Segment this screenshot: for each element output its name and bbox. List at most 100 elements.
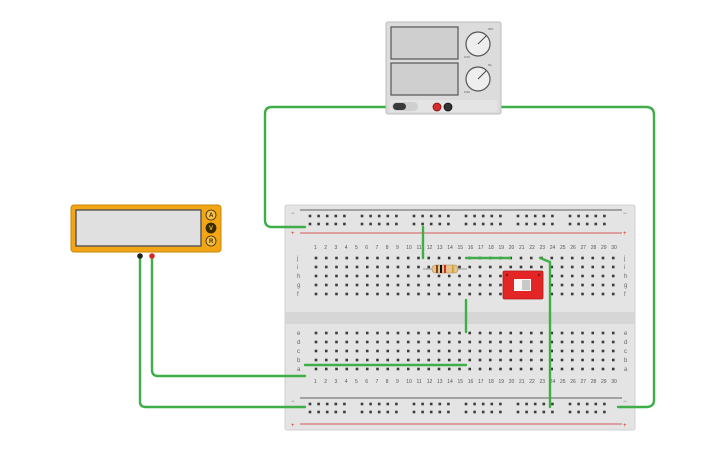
grid-hole[interactable]: [458, 331, 461, 335]
rail-hole[interactable]: [325, 214, 329, 218]
grid-hole[interactable]: [376, 274, 379, 278]
rail-hole[interactable]: [568, 410, 572, 414]
rail-hole[interactable]: [360, 410, 364, 414]
grid-hole[interactable]: [550, 349, 554, 353]
grid-hole[interactable]: [345, 265, 349, 269]
grid-hole[interactable]: [581, 283, 584, 287]
grid-hole[interactable]: [314, 292, 318, 296]
grid-hole[interactable]: [365, 340, 369, 344]
grid-hole[interactable]: [519, 349, 523, 353]
grid-hole[interactable]: [560, 349, 564, 353]
rail-hole[interactable]: [334, 402, 338, 406]
rail-hole[interactable]: [377, 222, 381, 226]
grid-hole[interactable]: [345, 340, 349, 344]
grid-hole[interactable]: [406, 331, 410, 335]
grid-hole[interactable]: [488, 358, 492, 362]
grid-hole[interactable]: [324, 331, 328, 335]
grid-hole[interactable]: [345, 292, 349, 296]
grid-hole[interactable]: [314, 340, 318, 344]
grid-hole[interactable]: [396, 367, 400, 371]
grid-hole[interactable]: [355, 340, 359, 344]
grid-hole[interactable]: [611, 349, 615, 353]
grid-hole[interactable]: [447, 274, 451, 278]
grid-hole[interactable]: [345, 331, 349, 335]
grid-hole[interactable]: [519, 358, 523, 362]
grid-hole[interactable]: [540, 358, 543, 362]
grid-hole[interactable]: [437, 358, 441, 362]
grid-hole[interactable]: [365, 265, 369, 269]
rail-hole[interactable]: [308, 222, 312, 226]
grid-hole[interactable]: [550, 265, 554, 269]
grid-hole[interactable]: [355, 256, 359, 260]
grid-hole[interactable]: [519, 340, 523, 344]
grid-hole[interactable]: [468, 274, 472, 278]
grid-hole[interactable]: [529, 367, 533, 371]
grid-hole[interactable]: [550, 292, 554, 296]
grid-hole[interactable]: [314, 274, 318, 278]
grid-hole[interactable]: [560, 292, 564, 296]
grid-hole[interactable]: [314, 283, 318, 287]
rail-hole[interactable]: [325, 222, 329, 226]
grid-hole[interactable]: [529, 331, 533, 335]
grid-hole[interactable]: [345, 349, 349, 353]
grid-hole[interactable]: [540, 331, 543, 335]
rail-hole[interactable]: [325, 402, 329, 406]
grid-hole[interactable]: [355, 349, 359, 353]
grid-hole[interactable]: [386, 256, 390, 260]
grid-hole[interactable]: [396, 331, 400, 335]
grid-hole[interactable]: [355, 265, 359, 269]
grid-hole[interactable]: [570, 256, 574, 260]
grid-hole[interactable]: [468, 358, 472, 362]
grid-hole[interactable]: [611, 256, 615, 260]
slide-switch-icon[interactable]: [502, 270, 544, 300]
rail-hole[interactable]: [317, 402, 320, 406]
rail-hole[interactable]: [542, 402, 546, 406]
grid-hole[interactable]: [611, 358, 615, 362]
grid-hole[interactable]: [386, 367, 390, 371]
grid-hole[interactable]: [540, 340, 543, 344]
rail-hole[interactable]: [542, 214, 546, 218]
psu-black-terminal[interactable]: [443, 102, 453, 112]
rail-hole[interactable]: [585, 402, 589, 406]
grid-hole[interactable]: [581, 274, 584, 278]
rail-hole[interactable]: [369, 214, 372, 218]
rail-hole[interactable]: [568, 402, 572, 406]
grid-hole[interactable]: [458, 256, 461, 260]
rail-hole[interactable]: [438, 402, 442, 406]
grid-hole[interactable]: [611, 274, 615, 278]
grid-hole[interactable]: [591, 367, 595, 371]
grid-hole[interactable]: [591, 283, 595, 287]
grid-hole[interactable]: [488, 349, 492, 353]
rail-hole[interactable]: [499, 222, 502, 226]
grid-hole[interactable]: [550, 358, 554, 362]
grid-hole[interactable]: [478, 331, 482, 335]
rail-hole[interactable]: [360, 222, 364, 226]
rail-hole[interactable]: [516, 402, 520, 406]
rail-hole[interactable]: [395, 214, 398, 218]
rail-hole[interactable]: [447, 402, 450, 406]
grid-hole[interactable]: [335, 283, 338, 287]
grid-hole[interactable]: [468, 283, 472, 287]
grid-hole[interactable]: [519, 331, 523, 335]
rail-hole[interactable]: [377, 214, 381, 218]
grid-hole[interactable]: [427, 274, 431, 278]
rail-hole[interactable]: [421, 410, 424, 414]
rail-hole[interactable]: [412, 222, 416, 226]
grid-hole[interactable]: [560, 274, 564, 278]
rail-hole[interactable]: [395, 222, 398, 226]
rail-hole[interactable]: [551, 214, 554, 218]
grid-hole[interactable]: [437, 292, 441, 296]
rail-hole[interactable]: [525, 222, 528, 226]
power-supply[interactable]: 0.0V 30V 0.0A 5A: [385, 21, 502, 115]
rail-hole[interactable]: [412, 402, 416, 406]
grid-hole[interactable]: [365, 274, 369, 278]
grid-hole[interactable]: [427, 265, 431, 269]
grid-hole[interactable]: [581, 340, 584, 344]
grid-hole[interactable]: [365, 292, 369, 296]
wire-switch-to-col24[interactable]: [538, 256, 552, 409]
grid-hole[interactable]: [386, 331, 390, 335]
grid-hole[interactable]: [427, 256, 431, 260]
rail-hole[interactable]: [594, 410, 598, 414]
grid-hole[interactable]: [324, 256, 328, 260]
grid-hole[interactable]: [437, 331, 441, 335]
